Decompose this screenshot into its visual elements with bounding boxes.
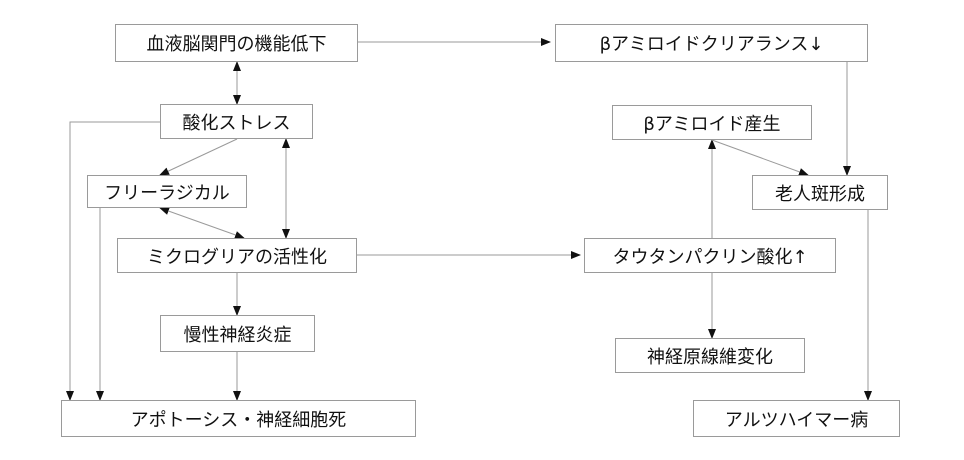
node-alzheimers-disease: アルツハイマー病 [693,400,900,437]
edge-production-plaque [711,139,809,176]
node-neurofibrillary-tangle-label: 神経原線維変化 [647,346,773,368]
node-apoptosis: アポトーシス・神経細胞死 [61,400,416,437]
node-apoptosis-label: アポトーシス・神経細胞死 [130,409,347,431]
edge-oxidative-radical [159,138,238,176]
node-bbb-dysfunction: 血液脳関門の機能低下 [115,24,358,62]
node-amyloid-clearance: βアミロイドクリアランス↓ [555,24,868,62]
node-chronic-neuroinflammation-label: 慢性神経炎症 [183,324,292,346]
node-senile-plaque: 老人斑形成 [752,175,888,210]
node-tau-phosphorylation: タウタンパクリン酸化↑ [584,238,836,273]
node-bbb-dysfunction-label: 血液脳関門の機能低下 [146,34,327,55]
node-alzheimers-disease-label: アルツハイマー病 [724,409,869,431]
node-amyloid-production-label: βアミロイド産生 [643,113,781,135]
node-amyloid-production: βアミロイド産生 [612,105,812,140]
node-senile-plaque-label: 老人斑形成 [775,183,865,205]
node-chronic-neuroinflammation: 慢性神経炎症 [160,315,315,352]
node-oxidative-stress: 酸化ストレス [160,104,313,139]
node-tau-phosphorylation-label: タウタンパクリン酸化↑ [612,246,808,268]
node-amyloid-clearance-label: βアミロイドクリアランス↓ [599,34,824,55]
edge-radical-microglia [159,207,245,239]
edge-oxidative-apoptosis [66,121,160,401]
node-free-radical-label: フリーラジカル [104,182,230,204]
node-oxidative-stress-label: 酸化ストレス [182,112,291,134]
node-microglia-activation: ミクログリアの活性化 [117,238,357,273]
node-free-radical: フリーラジカル [87,175,247,208]
node-neurofibrillary-tangle: 神経原線維変化 [615,338,805,373]
node-microglia-activation-label: ミクログリアの活性化 [147,246,327,268]
